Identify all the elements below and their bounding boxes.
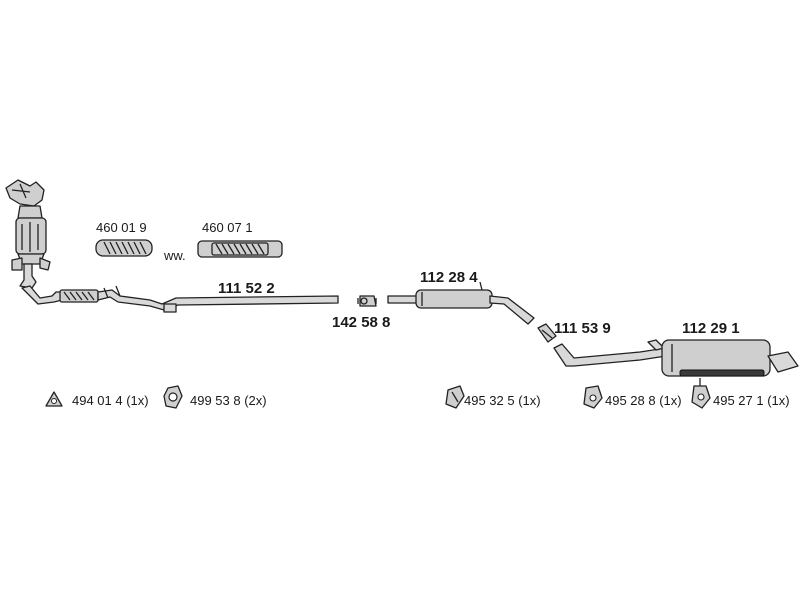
rear-silencer[interactable] xyxy=(553,339,799,377)
hanger-middle[interactable] xyxy=(445,385,465,409)
flex-pipe-large-number: 460 07 1 xyxy=(202,220,253,235)
hanger-rear-b[interactable] xyxy=(691,378,711,409)
middle-silencer-number: 112 28 4 xyxy=(420,269,478,286)
connector-number: 111 53 9 xyxy=(554,320,611,337)
catalytic-converter-with-manifold[interactable] xyxy=(5,179,51,289)
clamp-number: 142 58 8 xyxy=(332,314,390,331)
connector-sleeve[interactable] xyxy=(537,323,557,343)
hanger-rear-b-number: 495 27 1 (1x) xyxy=(713,393,790,408)
rubber-ring[interactable] xyxy=(163,385,183,409)
hanger-rear-a[interactable] xyxy=(583,385,603,409)
pipe-clamp[interactable] xyxy=(357,295,377,307)
gasket-triangle[interactable] xyxy=(45,391,63,407)
hanger-rear-a-number: 495 28 8 (1x) xyxy=(605,393,682,408)
rear-silencer-number: 112 29 1 xyxy=(682,320,740,337)
middle-silencer[interactable] xyxy=(387,281,535,325)
front-pipe-number: 111 52 2 xyxy=(218,280,275,297)
gasket-number: 494 01 4 (1x) xyxy=(72,393,149,408)
flex-pipe-large[interactable] xyxy=(197,240,283,258)
flex-pipe-joiner-text: ww. xyxy=(163,248,186,263)
rubber-ring-number: 499 53 8 (2x) xyxy=(190,393,267,408)
flex-pipe-small[interactable] xyxy=(95,239,153,257)
flex-pipe-small-number: 460 01 9 xyxy=(96,220,147,235)
hanger-middle-number: 495 32 5 (1x) xyxy=(464,393,541,408)
front-pipe[interactable] xyxy=(21,285,339,313)
